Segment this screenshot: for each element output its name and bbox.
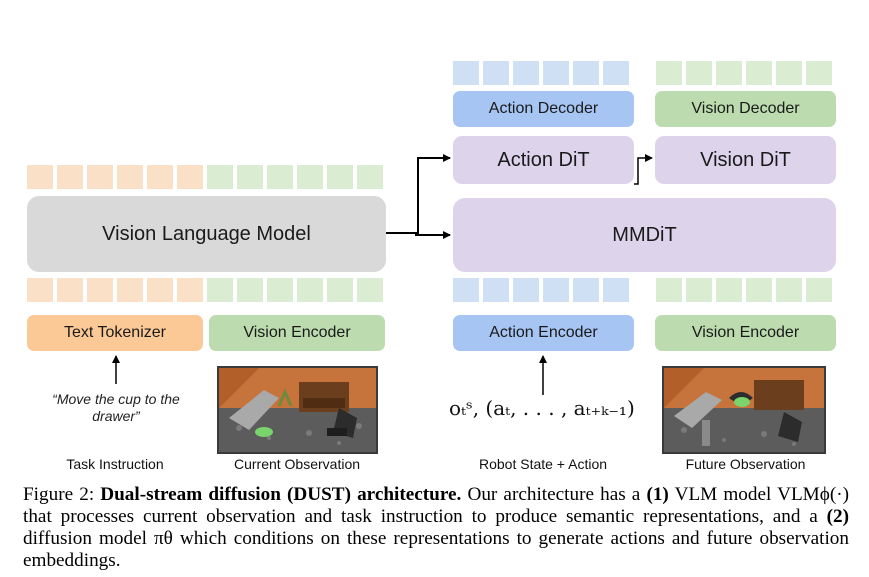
label-robot-state-action: Robot State + Action [478, 456, 608, 472]
text-token [57, 278, 83, 302]
action-encoder-box: Action Encoder [453, 315, 634, 351]
action-input-tokens [453, 278, 629, 302]
action-output-tokens [453, 61, 629, 85]
robot-state-formula: oₜˢ, (aₜ, . . . , aₜ₊ₖ₋₁) [449, 396, 635, 420]
text-token [177, 278, 203, 302]
caption-item-2: (2) [826, 506, 849, 527]
action-token [603, 61, 629, 85]
caption-title: Dual-stream diffusion (DUST) architectur… [100, 484, 462, 505]
vision-token [776, 278, 802, 302]
vision-token [357, 165, 383, 189]
vlm-to-mmdit-arrow [386, 231, 451, 239]
current-observation-image [217, 366, 378, 454]
vision-token [746, 278, 772, 302]
vision-encoder-left-box: Vision Encoder [209, 315, 385, 351]
vision-token [686, 61, 712, 85]
caption-text-2: VLM model VLMϕ(·) that processes current… [23, 484, 849, 527]
text-token [147, 278, 173, 302]
vision-token [237, 165, 263, 189]
action-token [453, 61, 479, 85]
action-token [603, 278, 629, 302]
action-token [453, 278, 479, 302]
vision-token [656, 61, 682, 85]
vision-token [267, 278, 293, 302]
future-observation-image [662, 366, 826, 454]
vision-token [716, 61, 742, 85]
vision-dit-box: Vision DiT [655, 136, 836, 184]
label-task-instruction: Task Instruction [66, 456, 164, 472]
text-token [57, 165, 83, 189]
vision-token [267, 165, 293, 189]
figure-caption: Figure 2: Dual-stream diffusion (DUST) a… [23, 484, 849, 572]
text-token [117, 278, 143, 302]
vision-token [806, 61, 832, 85]
action-token [483, 278, 509, 302]
vision-token [327, 278, 353, 302]
vision-output-tokens [656, 61, 832, 85]
vision-encoder-right-box: Vision Encoder [655, 315, 836, 351]
action-token [573, 278, 599, 302]
vision-token [746, 61, 772, 85]
caption-text-3: diffusion model πθ which conditions on t… [23, 528, 849, 571]
vision-token [686, 278, 712, 302]
action-token [543, 278, 569, 302]
mmdit-box: MMDiT [453, 198, 836, 272]
caption-text-1: Our architecture has a [461, 484, 647, 505]
text-tokenizer-box: Text Tokenizer [27, 315, 203, 351]
vision-token [716, 278, 742, 302]
text-token [177, 165, 203, 189]
text-token [87, 278, 113, 302]
label-future-observation: Future Observation [685, 456, 806, 472]
action-token [573, 61, 599, 85]
text-token [117, 165, 143, 189]
action-token [483, 61, 509, 85]
vision-token [776, 61, 802, 85]
label-current-observation: Current Observation [233, 456, 361, 472]
vision-token [297, 278, 323, 302]
vision-token [207, 165, 233, 189]
vlm-box: Vision Language Model [27, 196, 386, 272]
vlm-output-tokens [27, 165, 383, 189]
text-token [147, 165, 173, 189]
vlm-input-tokens [27, 278, 383, 302]
vision-token [297, 165, 323, 189]
vision-token [327, 165, 353, 189]
action-token [543, 61, 569, 85]
text-token [87, 165, 113, 189]
action-dit-box: Action DiT [453, 136, 634, 184]
vision-token [656, 278, 682, 302]
task-instruction-text: “Move the cup to the drawer” [52, 391, 180, 424]
vision-token [357, 278, 383, 302]
caption-item-1: (1) [646, 484, 669, 505]
vision-token [237, 278, 263, 302]
action-token [513, 278, 539, 302]
vision-decoder-box: Vision Decoder [655, 91, 836, 127]
vision-input-tokens [656, 278, 832, 302]
vision-token [806, 278, 832, 302]
action-dit-to-vision-dit-arrow [634, 154, 653, 185]
action-token [513, 61, 539, 85]
action-decoder-box: Action Decoder [453, 91, 634, 127]
vlm-to-action-dit-arrow [417, 154, 451, 235]
caption-prefix: Figure 2: [23, 484, 101, 505]
vision-token [207, 278, 233, 302]
text-token [27, 165, 53, 189]
text-token [27, 278, 53, 302]
